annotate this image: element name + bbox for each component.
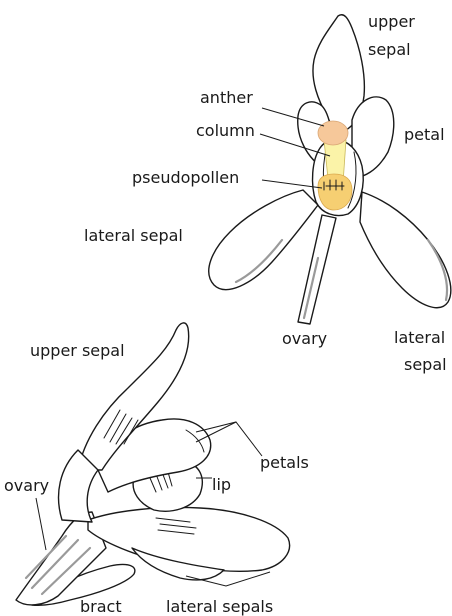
lateral-sepals-shape bbox=[88, 508, 290, 572]
label-ovary-side: ovary bbox=[4, 476, 49, 495]
label-lip: lip bbox=[212, 475, 231, 494]
label-column: column bbox=[196, 121, 255, 140]
leader-ovary-side bbox=[36, 498, 46, 550]
label-lateral-sepal-right-2: sepal bbox=[404, 355, 447, 374]
label-pseudopollen: pseudopollen bbox=[132, 168, 239, 187]
ovary-shape bbox=[298, 215, 336, 324]
label-ovary-top: ovary bbox=[282, 329, 327, 348]
label-upper-sepal-side: upper sepal bbox=[30, 341, 125, 360]
front-view-flower bbox=[209, 15, 451, 324]
side-view-flower bbox=[16, 323, 290, 605]
label-lateral-sepal-right-1: lateral bbox=[394, 328, 445, 347]
pseudopollen-shape bbox=[318, 174, 352, 210]
lateral-sepal-right-shape bbox=[360, 192, 451, 308]
label-lateral-sepals: lateral sepals bbox=[166, 597, 273, 616]
label-petals: petals bbox=[260, 453, 309, 472]
label-upper-sepal-top-1: upper bbox=[368, 12, 415, 31]
lateral-sepal-left-shape bbox=[209, 190, 318, 290]
label-bract: bract bbox=[80, 597, 122, 616]
anther-shape bbox=[318, 121, 348, 145]
label-upper-sepal-top-2: sepal bbox=[368, 40, 411, 59]
label-lateral-sepal-left: lateral sepal bbox=[84, 226, 183, 245]
label-anther: anther bbox=[200, 88, 253, 107]
label-petal: petal bbox=[404, 125, 445, 144]
